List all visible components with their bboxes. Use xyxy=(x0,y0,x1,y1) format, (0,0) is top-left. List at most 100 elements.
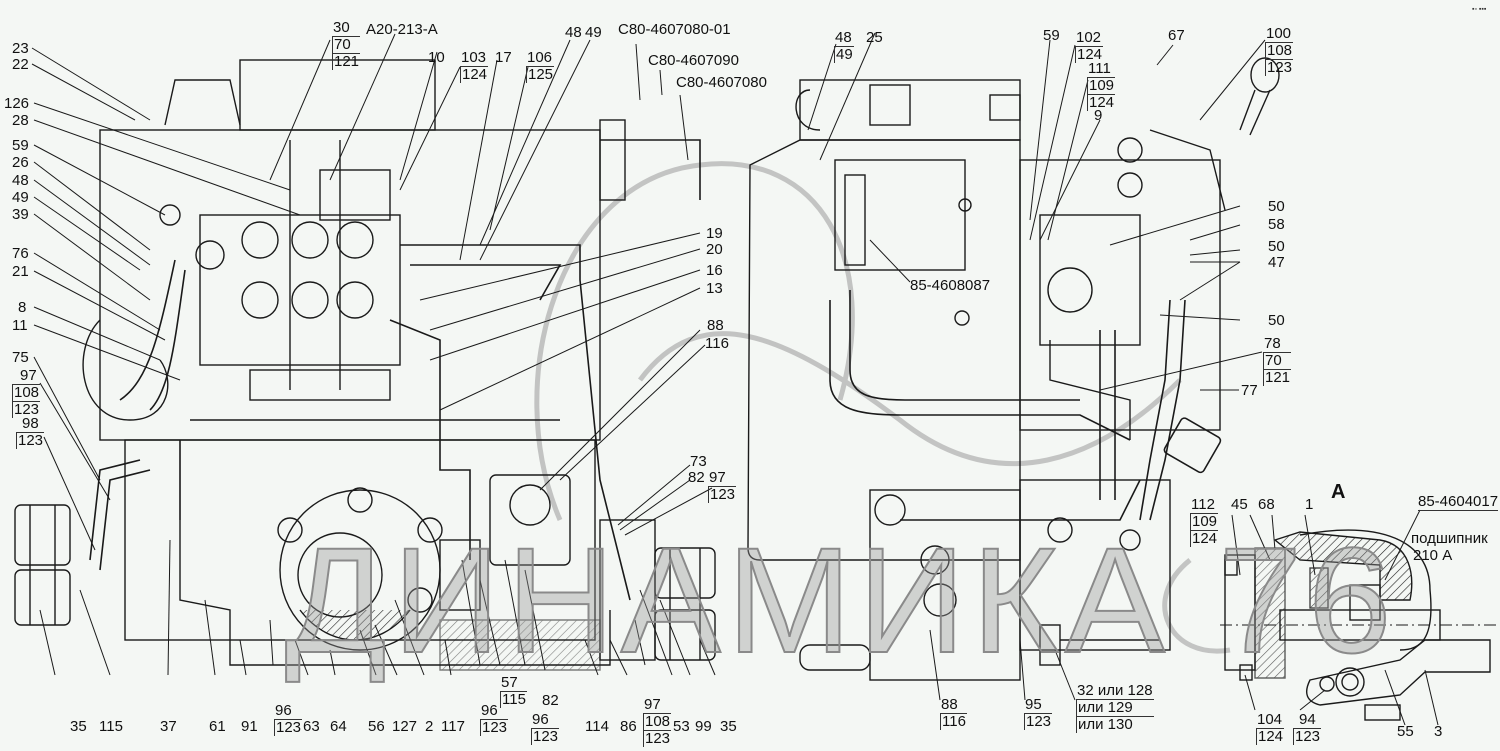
left-pipes xyxy=(89,139,701,601)
callout-64: 64 xyxy=(330,718,347,735)
corner-mark: ▪▫ ▪▪▪ xyxy=(1472,6,1487,13)
stack-line: 49 xyxy=(834,46,854,63)
stack-line: 32 или 128 xyxy=(1077,682,1153,699)
stack-line: 123 xyxy=(1024,713,1053,730)
callout-45: 45 xyxy=(1231,496,1248,513)
callout-68: 68 xyxy=(1258,496,1275,513)
callout-28: 28 xyxy=(12,112,29,129)
callout-55: 55 xyxy=(1397,723,1414,740)
stack-line: 124 xyxy=(1190,530,1219,547)
callout-16: 16 xyxy=(706,262,723,279)
callout-99: 99 xyxy=(695,718,712,735)
callout-20: 20 xyxy=(706,241,723,258)
stack-line: 125 xyxy=(526,66,555,83)
callout-stack-97-108-123: 97 108 123 xyxy=(12,367,41,418)
callout-35: 35 xyxy=(70,718,87,735)
callout-stack-96-123-b: 96 123 xyxy=(480,702,509,736)
callout-stack-57-115: 57 115 xyxy=(500,675,527,708)
stack-line: 70 xyxy=(1263,352,1292,369)
stack-line: 104 xyxy=(1257,711,1283,728)
stack-line: 111 xyxy=(1088,60,1111,77)
part-code-a20-213-a: А20-213-А xyxy=(366,21,438,38)
callout-stack-104-124: 104 124 xyxy=(1256,711,1285,745)
callout-82: 82 xyxy=(688,469,705,486)
callout-58: 58 xyxy=(1268,216,1285,233)
callout-8: 8 xyxy=(18,299,27,316)
callout-114: 114 xyxy=(585,718,609,735)
callout-19: 19 xyxy=(706,225,723,242)
callout-73: 73 xyxy=(690,453,707,470)
stack-line: 123 xyxy=(274,719,303,736)
callout-stack-95-123: 95 123 xyxy=(1024,696,1053,730)
bearing-note-line1: подшипник xyxy=(1411,530,1488,547)
callout-stack-88-116: 88 116 xyxy=(940,697,967,730)
callout-48: 48 xyxy=(565,24,582,41)
callout-stack-94-123: 94 123 xyxy=(1293,712,1322,745)
left-pump xyxy=(277,474,601,671)
callout-76: 76 xyxy=(12,245,29,262)
callout-stack-96-123-c: 96 123 xyxy=(531,711,560,745)
callout-63: 63 xyxy=(303,718,320,735)
section-label-a: A xyxy=(1331,481,1346,503)
callout-stack-106-125: 106 125 xyxy=(526,49,555,83)
stack-line: 121 xyxy=(332,53,361,70)
callout-9: 9 xyxy=(1094,107,1103,124)
stack-line: 103 xyxy=(461,49,487,66)
callout-91: 91 xyxy=(241,718,258,735)
stack-line: 97 xyxy=(20,367,37,384)
stack-line: 115 xyxy=(500,691,527,708)
right-lower-body xyxy=(799,479,1171,681)
stack-line: 124 xyxy=(1256,728,1285,745)
stack-line: 123 xyxy=(643,730,672,747)
callout-stack-30-70-121: 30 70 121 xyxy=(332,19,361,70)
stack-line: 123 xyxy=(1293,728,1322,745)
stack-line: 124 xyxy=(460,66,489,83)
callout-59: 59 xyxy=(1043,27,1060,44)
part-code-c80-4607080-01: С80-4607080-01 xyxy=(618,21,731,38)
left-couplers xyxy=(14,504,716,661)
stack-line: 123 xyxy=(16,432,45,449)
stack-line: 123 xyxy=(480,719,509,736)
callout-stack-32-alternatives: 32 или 128 или 129 или 130 xyxy=(1076,683,1154,733)
bearing-note-line2: 210 А xyxy=(1413,547,1453,564)
part-code-85-4604017: 85-4604017 xyxy=(1418,493,1499,511)
callout-116: 116 xyxy=(705,335,729,352)
callout-49: 49 xyxy=(585,24,602,41)
callout-117: 117 xyxy=(441,718,465,735)
stack-line: 98 xyxy=(22,415,39,432)
callout-59: 59 xyxy=(12,137,29,154)
stack-line: 96 xyxy=(532,711,549,728)
part-code-c80-4607090: С80-4607090 xyxy=(648,52,739,69)
callout-37: 37 xyxy=(160,718,177,735)
right-assembly-housing xyxy=(747,57,1280,561)
callout-39: 39 xyxy=(12,206,29,223)
stack-line: 100 xyxy=(1266,25,1292,42)
callout-stack-102-124: 102 124 xyxy=(1075,29,1104,63)
callout-stack-97-108-123-bottom: 97 108 123 xyxy=(643,697,672,747)
callout-stack-97-123: 97 123 xyxy=(708,470,737,503)
callout-21: 21 xyxy=(12,263,29,280)
callout-3: 3 xyxy=(1434,723,1443,740)
stack-line: 116 xyxy=(940,713,967,730)
part-code-c80-4607080: С80-4607080 xyxy=(676,74,767,91)
callout-126: 126 xyxy=(4,95,30,112)
callout-49: 49 xyxy=(12,189,29,206)
detail-a-section xyxy=(1220,529,1500,721)
stack-line: 96 xyxy=(481,702,498,719)
callout-50: 50 xyxy=(1268,312,1285,329)
callout-67: 67 xyxy=(1168,27,1185,44)
stack-line: 108 xyxy=(12,384,41,401)
callout-48: 48 xyxy=(12,172,29,189)
stack-line: 102 xyxy=(1076,29,1102,46)
callout-53: 53 xyxy=(673,718,690,735)
stack-line: 123 xyxy=(1265,59,1294,76)
stack-line: 109 xyxy=(1190,513,1219,530)
callout-61: 61 xyxy=(209,718,226,735)
stack-line: 106 xyxy=(527,49,553,66)
stack-line: 95 xyxy=(1025,696,1042,713)
stack-line: 96 xyxy=(275,702,292,719)
stack-line: 30 xyxy=(333,19,350,36)
stack-line: или 130 xyxy=(1076,716,1154,733)
callout-82: 82 xyxy=(542,692,559,709)
callout-13: 13 xyxy=(706,280,723,297)
